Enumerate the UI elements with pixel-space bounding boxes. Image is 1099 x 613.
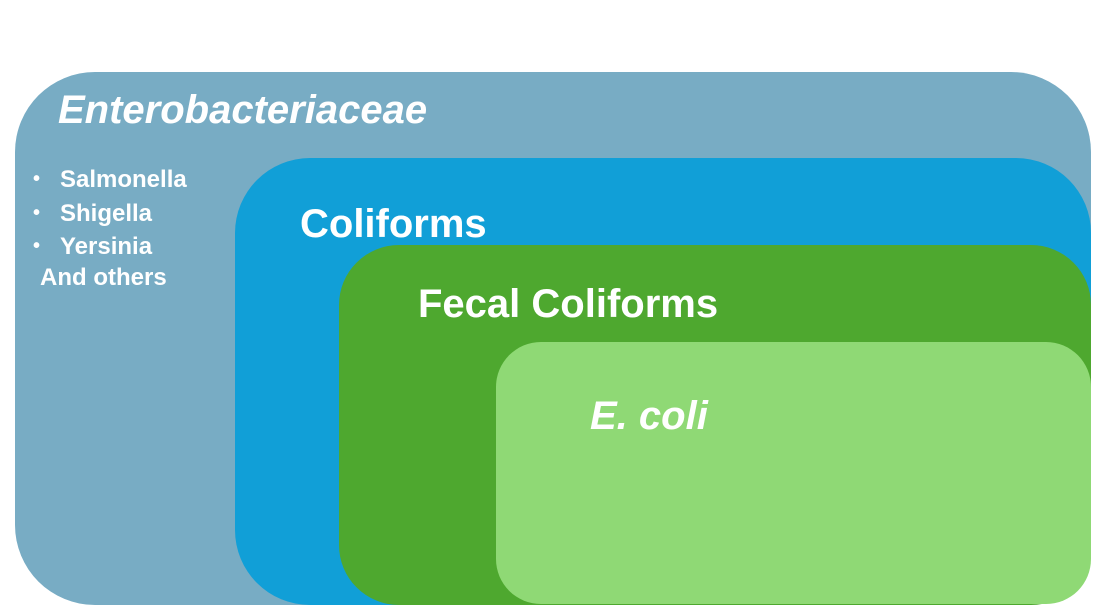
e-coli-label: E. coli xyxy=(590,394,708,438)
enterobacteriaceae-member-list: Salmonella Shigella Yersinia xyxy=(33,163,187,264)
coliforms-label: Coliforms xyxy=(300,202,487,246)
list-item: Yersinia xyxy=(33,230,187,264)
list-item: Shigella xyxy=(33,197,187,231)
list-item: Salmonella xyxy=(33,163,187,197)
enterobacteriaceae-label: Enterobacteriaceae xyxy=(58,88,428,132)
and-others-label: And others xyxy=(40,264,167,291)
fecal-coliforms-label: Fecal Coliforms xyxy=(418,282,719,326)
e-coli-region xyxy=(496,342,1091,604)
